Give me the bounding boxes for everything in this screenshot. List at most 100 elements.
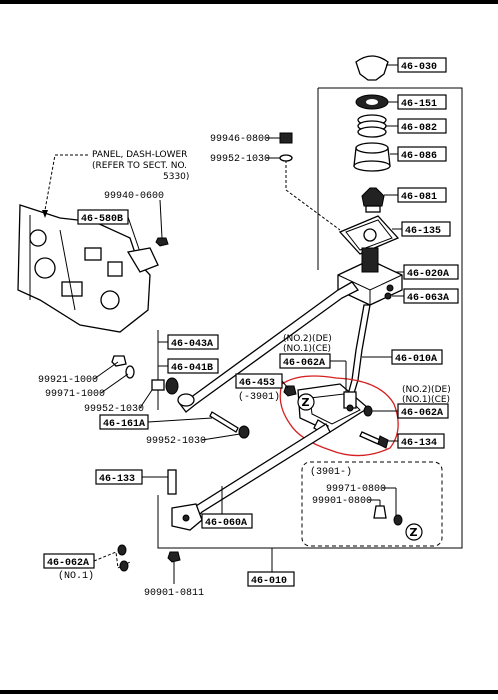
leader-46-580B xyxy=(127,216,141,253)
label-46-020A: 46-020A xyxy=(403,264,459,280)
panel-note-line1: PANEL, DASH-LOWER xyxy=(92,150,187,160)
label-46-043A: 46-043A xyxy=(167,334,219,350)
nut-90901 xyxy=(167,551,181,563)
bottom-border xyxy=(0,690,498,694)
panel-leader-arrow xyxy=(42,210,48,218)
shift-rod xyxy=(179,281,359,413)
label-46-010A: 46-010A xyxy=(391,349,443,365)
gasket-46-135 xyxy=(338,215,400,255)
note-no1-ce-right: (NO.1)(CE) xyxy=(402,395,450,405)
label-46-580B: 46-580B xyxy=(77,209,129,225)
leader-99971-a xyxy=(100,373,129,394)
label-99946-0800: 99946-0800 xyxy=(210,134,270,145)
svg-text:46-020A: 46-020A xyxy=(407,269,449,280)
bolt-46-134 xyxy=(359,431,381,445)
top-border xyxy=(0,0,498,4)
panel-leader xyxy=(44,154,88,211)
svg-text:46-030: 46-030 xyxy=(401,62,437,73)
note-no1-ce-left: (NO.1)(CE) xyxy=(283,344,331,354)
bolt-99901 xyxy=(373,505,387,519)
z-marker-1: Z xyxy=(297,393,315,411)
leader-99940 xyxy=(159,199,163,239)
inset-3901-box xyxy=(301,461,443,547)
svg-text:46-135: 46-135 xyxy=(405,226,441,237)
label-46-161A: 46-161A xyxy=(99,414,149,430)
washer-99952-a xyxy=(279,154,293,162)
label-46-086: 46-086 xyxy=(397,146,447,162)
label-99901-0800: 99901-0800 xyxy=(312,496,372,507)
svg-text:46-062A: 46-062A xyxy=(283,358,325,369)
assembly-frame xyxy=(157,87,463,549)
shift-lever-46-010A xyxy=(345,304,371,404)
label-99940-0600: 99940-0600 xyxy=(104,191,164,202)
label-46-062A-bottom: 46-062A xyxy=(43,553,95,569)
dash-panel-illustration xyxy=(17,204,151,333)
washer-99971-b xyxy=(393,514,403,526)
svg-text:46-063A: 46-063A xyxy=(407,293,449,304)
note-no2-de-right: (NO.2)(DE) xyxy=(402,385,451,395)
boot-46-081 xyxy=(361,187,385,213)
label-46-135: 46-135 xyxy=(401,221,451,237)
label-46-081: 46-081 xyxy=(397,187,447,203)
shift-knob xyxy=(355,55,389,81)
label-99971-0800: 99971-0800 xyxy=(326,484,386,495)
pin-46-133 xyxy=(167,469,177,495)
label-99952-1030-c: 99952-1030 xyxy=(146,436,206,447)
top-fastener-guide xyxy=(285,160,341,231)
label-46-060A: 46-060A xyxy=(201,513,253,529)
svg-text:46-151: 46-151 xyxy=(401,99,437,110)
nut-46-161A xyxy=(238,425,250,439)
panel-note-line2: (REFER TO SECT. NO. xyxy=(92,161,187,171)
bushing-46-062A-bottom-a xyxy=(117,544,127,556)
label-99952-1030-b: 99952-1030 xyxy=(84,404,144,415)
bracket-46-580B xyxy=(126,247,159,273)
svg-text:46-010A: 46-010A xyxy=(395,354,437,365)
leader-46-161A xyxy=(147,417,213,423)
label-46-062A-right: 46-062A xyxy=(397,403,449,419)
label-90901-0811: 90901-0811 xyxy=(144,588,204,599)
svg-text:46-060A: 46-060A xyxy=(205,518,247,529)
label-99952-1030-a: 99952-1030 xyxy=(210,154,270,165)
svg-text:46-043A: 46-043A xyxy=(171,339,213,350)
label-46-082: 46-082 xyxy=(397,118,447,134)
boot-ring-hole xyxy=(366,99,378,105)
label-46-010: 46-010 xyxy=(247,571,295,587)
clevis-pin xyxy=(182,514,190,522)
bushing-46-041B xyxy=(165,377,179,395)
panel-note-line3: 5330) xyxy=(163,172,189,182)
collar-46-043A xyxy=(151,379,165,391)
label-46-134: 46-134 xyxy=(397,433,445,449)
bolt-46-134-head xyxy=(377,435,389,449)
washer-99971-a xyxy=(125,365,135,379)
leader-99952-b xyxy=(139,389,153,409)
bolt-46-453 xyxy=(283,385,297,397)
label-46-063A: 46-063A xyxy=(403,288,459,304)
boot-46-086 xyxy=(353,142,391,172)
svg-text:46-133: 46-133 xyxy=(99,474,135,485)
svg-text:Z: Z xyxy=(302,396,310,409)
label-46-453: 46-453 xyxy=(235,373,283,389)
label-46-041B: 46-041B xyxy=(167,358,219,374)
label-46-133: 46-133 xyxy=(95,469,143,485)
highlight-outline xyxy=(279,375,399,457)
leader-99921 xyxy=(93,361,119,380)
pivot-end xyxy=(177,393,195,407)
svg-text:46-041B: 46-041B xyxy=(171,363,213,374)
leader-99952-c xyxy=(201,433,241,441)
svg-text:46-453: 46-453 xyxy=(239,378,275,389)
label-99921-1000: 99921-1000 xyxy=(38,375,98,386)
svg-text:Z: Z xyxy=(410,526,418,539)
svg-text:46-134: 46-134 xyxy=(401,438,437,449)
bolt-46-161A xyxy=(209,411,239,433)
label-serial-3901-post: (3901-) xyxy=(310,466,352,478)
bushing-46-062A-right xyxy=(363,405,373,417)
label-46-030: 46-030 xyxy=(397,57,447,73)
label-46-151: 46-151 xyxy=(397,94,447,110)
nut-99940 xyxy=(155,237,169,247)
svg-text:46-062A: 46-062A xyxy=(47,558,89,569)
bolt-99946 xyxy=(279,132,293,144)
label-no1: (NO.1) xyxy=(58,570,94,582)
svg-text:46-062A: 46-062A xyxy=(401,408,443,419)
z-marker-2: Z xyxy=(405,523,423,541)
